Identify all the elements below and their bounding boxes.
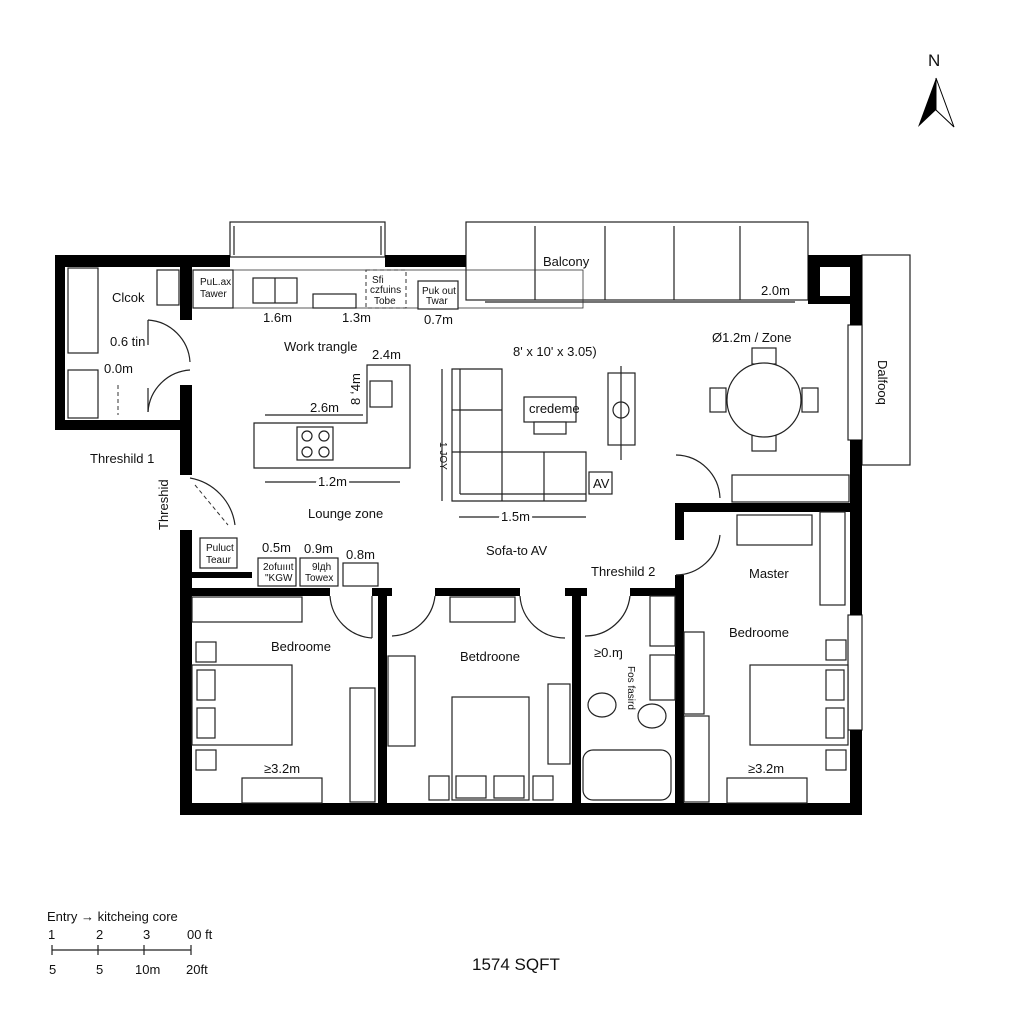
kitchen-window [229,221,386,258]
fixture-label: 9lдh [312,562,331,573]
balcony-top [465,221,809,303]
dim-label: 2.4m [372,347,401,362]
scale-legend: Entry → kitcheing core 1 2 3 00 ft 5 5 1… [47,909,213,977]
work-triangle-label: Work trangle [284,339,357,354]
dim-label: 0.7m [424,312,453,327]
dining-table: Ø1.2m / Zone [709,330,819,452]
credenza-label: credeme [529,401,580,416]
sofa-to-av-label: Sofa-to AV [486,543,548,558]
bedroom-2-label: Betdroone [460,649,520,664]
walls [55,255,862,815]
kitchen: PuL.ax Tawer Sfi czfuins Tobe Puk out Tw… [192,269,584,521]
bedroom-1-label: Bedroome [271,639,331,654]
sink-icon [649,595,676,647]
dim-label: ≥3.2m [264,761,300,776]
scale-tick: 2 [96,927,103,942]
dim-label: ≥0.ɱ [594,645,623,660]
fixture-label: "KGW [265,573,293,584]
dim-label: 0.8m [346,547,375,562]
fixture-label: 2ofuıııt [263,562,294,573]
fixture-label: Twar [426,296,448,307]
fixture-label: PuL.ax [200,277,231,288]
scale-tick: 5 [96,962,103,977]
bedroom-master: Bedroome ≥3.2m [683,625,849,804]
dim-label: 0.0m [104,361,133,376]
doors [147,319,721,639]
bedroom-2: Betdroone [387,596,571,801]
scale-tick: 10m [135,962,160,977]
fixture-label: Tobe [374,296,396,307]
master-label: Master [749,566,789,581]
scale-tick: 20ft [186,962,208,977]
scale-tick: 00 ft [187,927,213,942]
fixture-label: Towex [305,573,333,584]
lounge-zone-label: Lounge zone [308,506,383,521]
toilet-icon [587,692,617,718]
toilet-icon [637,703,667,729]
compass-label: N [928,51,940,70]
scale-tick: 3 [143,927,150,942]
threshold-2-label: Threshild 2 [591,564,655,579]
bedroom-1: Bedroome ≥3.2m [191,596,376,804]
bathtub [582,749,672,801]
dim-label: 1 JOY [437,442,448,470]
sink-icon [649,654,676,701]
fixture-label: Puluct [206,543,234,554]
living-area: 8' x 10' x 3.05) 1 JOY credeme AV 1.5m S… [437,254,890,579]
bedroom-master-label: Bedroome [729,625,789,640]
north-arrow-icon: N [918,51,955,128]
fixture-label: Sfi [372,275,384,286]
dim-label: 0.9m [304,541,333,556]
dim-label: 1.6m [263,310,292,325]
dining-zone-label: Ø1.2m / Zone [712,330,791,345]
dim-label: 2.0m [761,283,790,298]
master-wardrobes: Master [731,474,850,606]
fixture-label: czfuins [370,285,401,296]
closet: Clcok 0.6 tin 0.0m Threshild 1 Threshid [67,267,180,530]
fixture-label: Teaur [206,555,232,566]
area-label: 1574 SQFT [472,955,560,974]
dim-label: 1.3m [342,310,371,325]
dim-label: 8 ʻ4m [348,373,363,405]
closet-label: Clcok [112,290,145,305]
threshold-side-label: Threshid [156,479,171,530]
legend-title: Entry → kitcheing core [47,909,178,924]
fixture-label: Puk out [422,286,456,297]
dim-label: 1.5m [501,509,530,524]
scale-tick: 1 [48,927,55,942]
fixture-label: Tawer [200,289,227,300]
dim-label: ≥3.2m [748,761,784,776]
scale-tick: 5 [49,962,56,977]
dim-label: 1.2m [318,474,347,489]
threshold-1-label: Threshild 1 [90,451,154,466]
dim-label: 0.6 tin [110,334,145,349]
bathroom: ≥0.ɱ Fos fasird [582,595,676,801]
dim-label: 0.5m [262,540,291,555]
dim-label: 2.6m [310,400,339,415]
living-dims-label: 8' x 10' x 3.05) [513,344,597,359]
bath-label: Fos fasird [625,666,636,710]
av-label: AV [593,476,610,491]
balcony-side-label: Dalfooq [875,360,890,405]
utility-row: Puluct Teaur 0.5m 0.9m 0.8m 2ofuıııt "KG… [199,537,379,587]
balcony-label: Balcony [543,254,590,269]
sectional-sofa [451,368,587,502]
